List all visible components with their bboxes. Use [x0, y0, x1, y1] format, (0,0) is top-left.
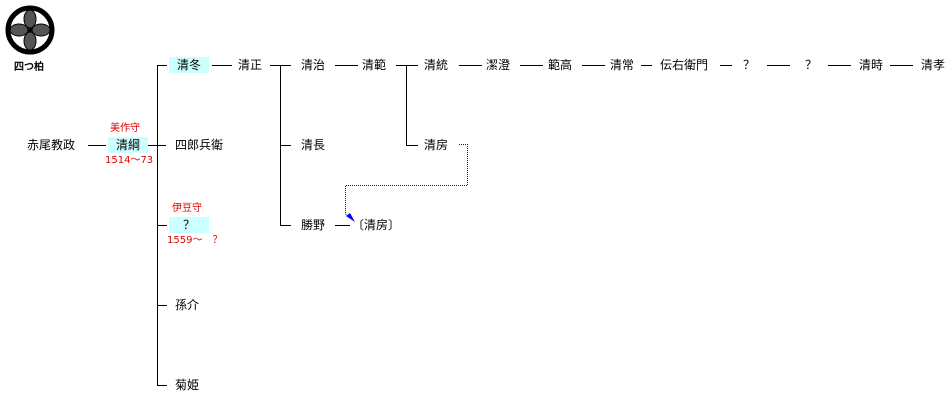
person-kiyoharu: 清治 — [301, 58, 326, 72]
person-akao-norimasa: 赤尾教政 — [27, 138, 76, 152]
person-kiyomune: 清統 — [424, 58, 449, 72]
person-kiyotsune: 清常 — [610, 58, 635, 72]
person-kiyofusa: 清房 — [424, 138, 449, 152]
arrow-head-icon — [346, 213, 355, 222]
adoption-link-dotted — [345, 144, 468, 219]
yotsu-gashiwa-crest-icon — [5, 5, 55, 55]
person-noritaka: 範高 — [548, 58, 573, 72]
person-magosuke: 孫介 — [175, 298, 200, 312]
person-kiyofusa-reference: 〔清房〕 — [352, 218, 401, 232]
person-kiyomasa: 清正 — [238, 58, 263, 72]
person-den-uemon: 伝右衛門 — [660, 58, 709, 72]
person-kiyonori: 清範 — [362, 58, 387, 72]
person-katsuno: 勝野 — [301, 218, 326, 232]
person-kiyotsuna: 清綱 — [108, 137, 148, 153]
person-unknown-2: ？ — [805, 58, 818, 72]
person-kiyozumi: 潔澄 — [486, 58, 511, 72]
person-unknown-1: ？ — [743, 58, 756, 72]
person-kiyotaka: 清孝 — [921, 58, 946, 72]
title-mimasaka-no-kami: 美作守 — [110, 123, 140, 134]
person-kiyofuyu: 清冬 — [169, 57, 209, 73]
years-unknown: 1559～ ？ — [167, 235, 223, 246]
person-kiyotoki: 清時 — [859, 58, 884, 72]
person-unknown: ？ — [169, 217, 209, 233]
years-kiyotsuna: 1514～73 — [105, 155, 154, 166]
title-izu-no-kami: 伊豆守 — [172, 203, 202, 214]
person-shirobee: 四郎兵衛 — [175, 138, 224, 152]
person-kiyonaga: 清長 — [301, 138, 326, 152]
person-kikuhime: 菊姫 — [175, 378, 200, 392]
crest-label: 四つ柏 — [14, 62, 44, 73]
